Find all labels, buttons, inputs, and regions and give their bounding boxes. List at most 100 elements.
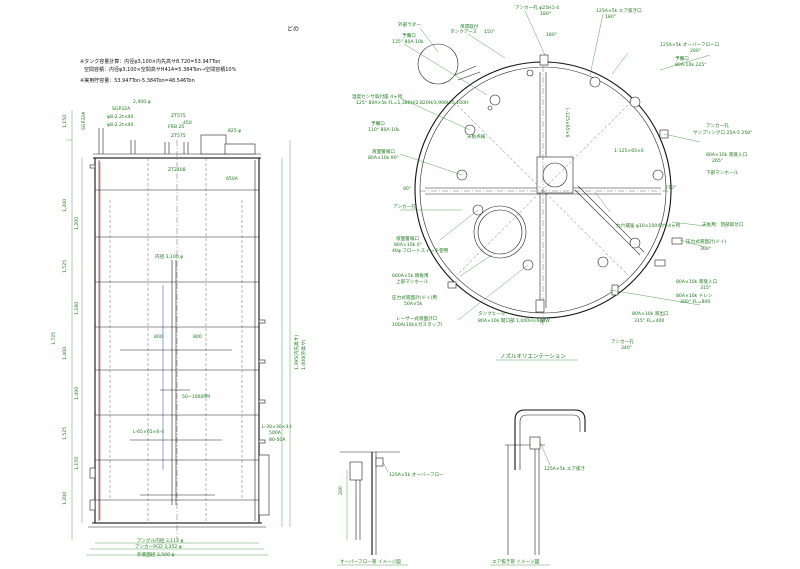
left-wall-nozzles: [89, 164, 96, 511]
callout-spare-135: 予備口: [402, 32, 416, 39]
callout-heater: タンクヒーター: [478, 310, 511, 317]
left-dim-5: 1,180: [74, 302, 80, 315]
pipe-label-1: φ8-2.2t×40: [107, 114, 133, 120]
callout-anchor-250-sub: サンプリング口 25A-5 250°: [693, 129, 752, 136]
callout-lower-manhole: 下部マンホール: [706, 169, 739, 176]
overflow-caption: オーバーフロー管 イメージ図: [340, 558, 401, 565]
bottom-dimensions: [86, 542, 268, 556]
note-line-1: ※タンク容量計算：内径φ3,100×内先高サ8.720=53.947Ton: [80, 58, 220, 65]
lower-manhole: [258, 454, 270, 516]
callout-drain-sub: 300° FL=800: [680, 299, 710, 305]
callout-pressure-gauge-l-sub: 50A×5k: [404, 301, 423, 307]
pipe-label-2: φ8-2.2t×40: [107, 122, 133, 128]
overflow-spec: 125A×5k オーバーフロー: [389, 472, 444, 478]
nozzle-orientation-plan: 0° 90° 180° 270° 外部ラダー タンクアース 150° アンカー孔…: [352, 4, 752, 361]
top-dim-3: 825 φ: [228, 128, 241, 134]
callout-outlet-315: 80A×10k 液出口: [632, 310, 669, 317]
callout-level-alarm-90: 液面警報口: [372, 148, 395, 155]
callout-beam-spec: 1-125×65×6: [614, 148, 644, 154]
label-inner-dia: 内径 3,100 φ: [155, 253, 183, 260]
callout-anchor-left: アンカー孔: [393, 203, 416, 210]
callout-earth-sub: 150°: [484, 29, 495, 35]
label-gap-a: 800: [154, 334, 163, 340]
right-dim-1: 1,395(内先高サ): [293, 335, 300, 370]
callout-heater-sub: 80A×10k 開口部 1,000H×600W: [478, 317, 550, 324]
bottom-dim-2: アンカーPCD 3,352 φ: [135, 544, 182, 550]
callout-air-vent: 125A×5k エア抜き口: [596, 7, 642, 14]
label-nozzle-a: FRB 25: [168, 124, 184, 130]
callout-level-alarm-0-sub: 80A×10k 0°: [394, 242, 422, 248]
callout-temp-sensor: 温度センサ取付座 4ヶ所: [352, 93, 403, 100]
callout-air-vent-sub: 180°: [605, 14, 616, 20]
callout-inlet-265: 80A×10k 液受入口: [706, 151, 748, 158]
note-line-3: ※実用貯容量：53.947Ton-5.384Ton=48.546Ton: [80, 77, 195, 84]
left-dim-7: 1,400: [62, 347, 68, 360]
callout-pressure-gauge-l: 圧力式液面計(ドイ)用: [392, 294, 437, 301]
callout-pressure-gauge-r: 圧力式液面計(ドイ): [686, 238, 727, 245]
callout-spare-135-sub: 135° 80A-10k: [392, 39, 424, 45]
top-dim-2: 450: [183, 120, 192, 126]
left-dim-6: 1,725: [51, 332, 57, 345]
bottom-dim-1: アングル内径 3,112 φ: [137, 537, 183, 544]
left-dim-10: 1,150: [74, 457, 80, 470]
airvent-caption: エア抜き管 イメージ図: [492, 558, 540, 565]
overflow-dim: 200: [338, 486, 344, 495]
plan-inner-beam-label: L-125×65×6: [564, 108, 570, 137]
right-dim-2: 1,000(外高サ): [300, 339, 307, 370]
callout-laser-gauge: レーザー式液面計口: [396, 315, 438, 322]
callout-upper-manhole-sub: 上部マンホール: [396, 278, 429, 285]
callout-spare-110: 予備口: [371, 120, 385, 127]
left-dim-1: 1,150: [62, 115, 68, 128]
angle-180: 180°: [546, 32, 557, 38]
label-gap-b: 800: [193, 334, 202, 340]
callout-anchor-250: アンカー孔: [706, 122, 729, 129]
angle-90: 90°: [403, 186, 411, 192]
label-float-spec: 50~1000PM: [182, 394, 210, 400]
callout-overflow: 125A×5k オーバーフロー口: [660, 42, 720, 48]
capacity-notes: ※タンク容量計算：内径φ3,100×内先高サ8.720=53.947Ton 空間…: [80, 58, 237, 84]
ladder-platform: [417, 43, 459, 85]
overflow-detail: 125A×5k オーバーフロー 200 オーバーフロー管 イメージ図: [338, 451, 444, 566]
plan-title: ノズルオリエンテーション: [500, 352, 566, 360]
callout-spare-110-sub: 110° 80A-10k: [368, 127, 400, 133]
angle-0: 0°: [540, 319, 545, 325]
callout-spare-225: 予備口: [675, 55, 689, 62]
left-dim-4: 1,200: [74, 217, 80, 230]
callout-temp-sensor-sub: 125° 80A×5k FL=1,380H/2,820H/3,966H/5,10…: [356, 100, 469, 106]
callout-top-nozzle: 天板用：頂部取付口: [702, 221, 744, 228]
callout-pressure-gauge-r-sub: 300°: [700, 246, 711, 252]
top-dim-1: 2,400 φ: [133, 99, 151, 105]
top-pipes: [98, 128, 256, 155]
callout-anchor-top: アンカー孔 φ25H1-4: [515, 4, 559, 11]
label-side-cap: 500A: [269, 430, 282, 436]
sheet-title: どの: [287, 25, 299, 33]
callout-float-switch: 40φ フロートスイッチ使用: [392, 247, 449, 254]
tank-elevation: 2,400 φ 450 825 φ φ8-2.2t×40 φ8-2.2t×40 …: [51, 99, 307, 558]
callout-outlet-315-sub: 315° FL=400: [634, 318, 664, 324]
callout-laser-gauge-sub: 100A(10k)(ガスタップ): [392, 321, 443, 328]
side-manhole: [473, 205, 527, 259]
pipe-label-4: SGP32A: [81, 111, 87, 130]
callout-level-alarm-0: 液面警報口: [396, 235, 419, 242]
left-dim-2: 1,200: [62, 199, 68, 212]
left-dim-3: 1,525: [62, 260, 68, 273]
callout-drain: 80A×10k ドレン: [676, 293, 713, 299]
label-beam-spec: L-65×65×6-4: [133, 429, 164, 435]
note-line-2: 空間容積：内径φ3,100×空間高サH414=5.384Ton→空間容積10%: [84, 66, 237, 73]
callout-anchor-340: アンカー孔: [611, 338, 634, 345]
callout-overflow-sub: 200°: [690, 48, 701, 54]
angle-270: 270°: [665, 185, 676, 191]
leader-lines: [399, 10, 711, 321]
callout-lifting-lug: 吊環取付: [460, 23, 479, 30]
callout-ladder: 外部ラダー: [398, 21, 421, 28]
bottom-dim-3: 外底面径 3,500 φ: [137, 551, 174, 558]
airvent-detail: 125A×5k エア抜き エア抜き管 イメージ図: [490, 409, 586, 566]
callout-anchor-top-sub: 180°: [540, 11, 551, 17]
left-dimensions: [66, 110, 83, 540]
callout-reinforcement: 丸穴補強 φ10×100の穴-4ヶ所: [616, 222, 681, 229]
center-hatch: [536, 156, 574, 194]
label-nozzle-b: ZT575: [171, 133, 186, 139]
airvent-spec: 125A×5k エア抜き: [544, 465, 585, 472]
pipe-label-3: SGP32A: [112, 106, 131, 112]
